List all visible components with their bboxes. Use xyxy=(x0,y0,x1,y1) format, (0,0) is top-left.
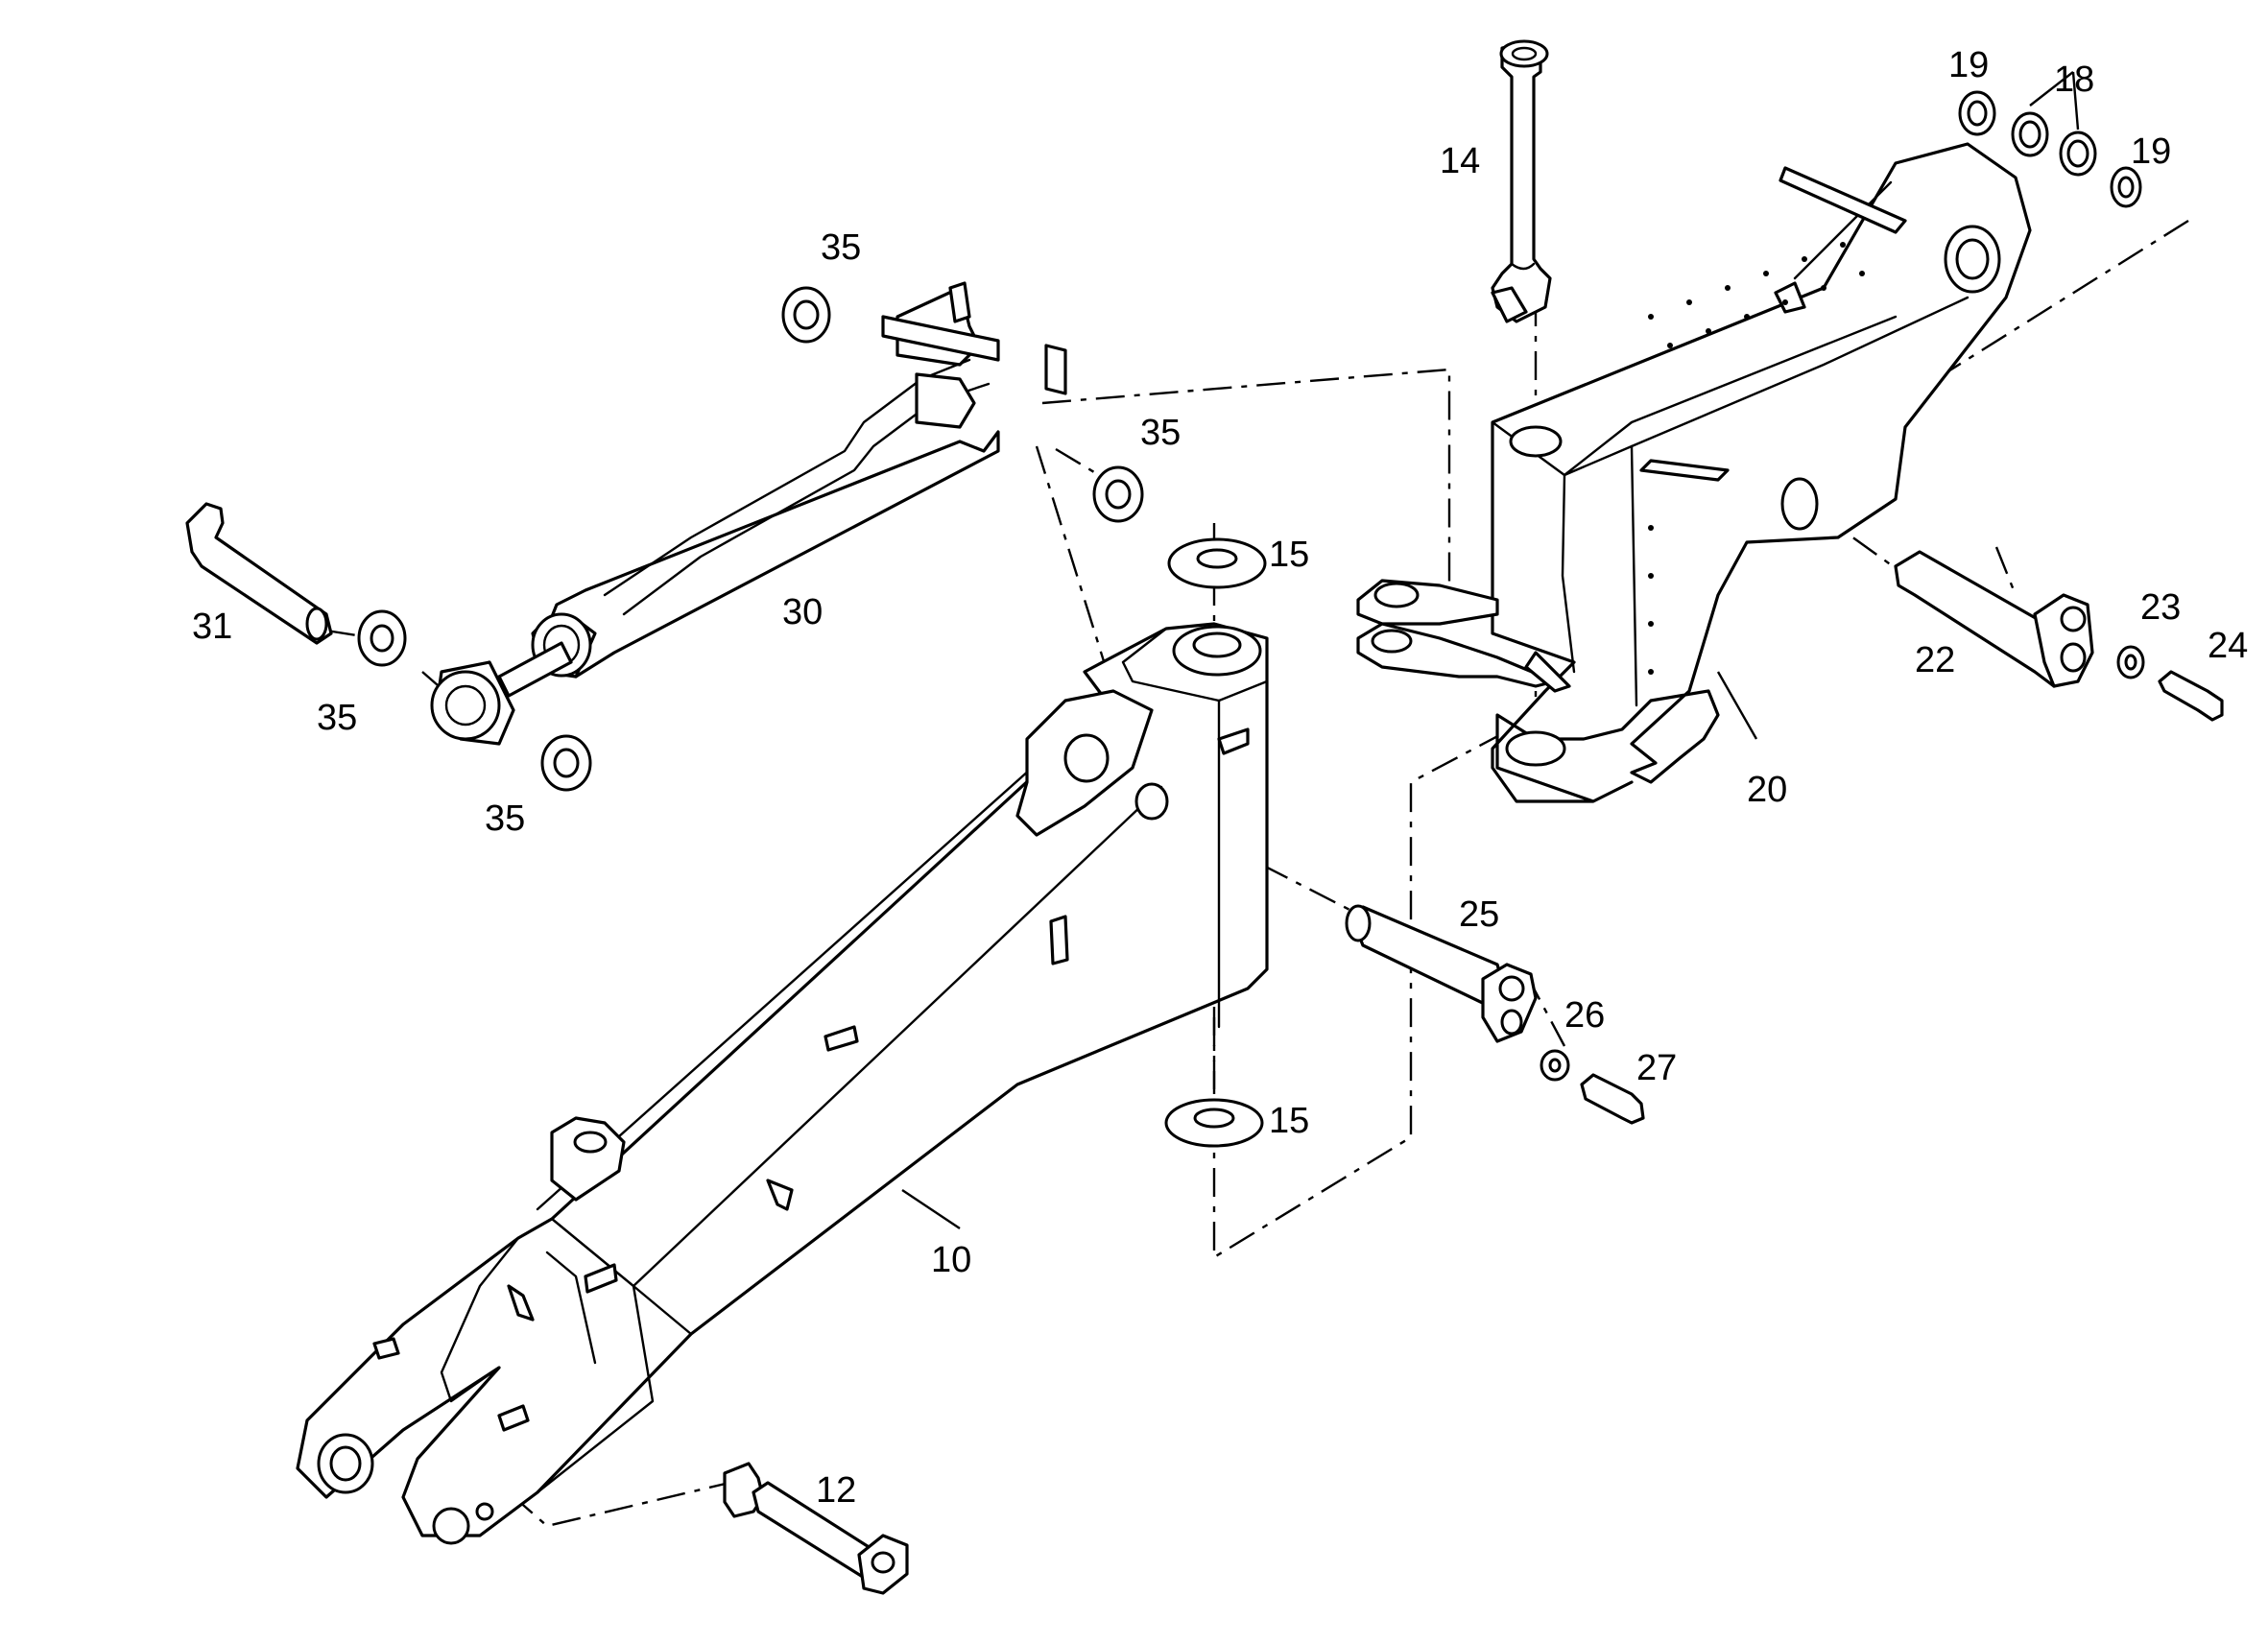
parts-18-19-bushings xyxy=(1958,90,2142,208)
label-12: 12 xyxy=(816,1470,856,1511)
label-27: 27 xyxy=(1636,1048,1677,1088)
label-19-left: 19 xyxy=(1948,45,1989,85)
label-18: 18 xyxy=(2054,60,2094,100)
part-35-washers xyxy=(357,286,1144,792)
label-24: 24 xyxy=(2208,626,2248,666)
part-20-swing-frame xyxy=(1356,142,2032,803)
label-26: 26 xyxy=(1564,995,1605,1036)
part-25-pin xyxy=(1345,904,1538,1043)
label-15-lower: 15 xyxy=(1269,1101,1309,1141)
label-14: 14 xyxy=(1440,141,1480,181)
part-31-pin xyxy=(185,502,333,645)
part-10-boom xyxy=(296,622,1269,1545)
part-14-king-pin xyxy=(1491,39,1552,323)
label-10: 10 xyxy=(931,1240,971,1280)
label-25: 25 xyxy=(1459,894,1499,935)
label-15-upper: 15 xyxy=(1269,535,1309,575)
leader-lines xyxy=(901,71,2080,1229)
part-15-washers xyxy=(1164,537,1267,1148)
label-35-left: 35 xyxy=(317,698,357,738)
label-35-top: 35 xyxy=(821,227,861,268)
callout-labels: 10 12 14 15 15 18 19 19 20 22 23 24 25 2… xyxy=(192,45,2248,1511)
label-31: 31 xyxy=(192,607,232,647)
part-24-bolt xyxy=(2158,670,2224,722)
label-30: 30 xyxy=(782,592,823,632)
label-35-right: 35 xyxy=(1140,413,1181,453)
label-35-bottom: 35 xyxy=(485,798,525,839)
label-19-right: 19 xyxy=(2131,131,2171,172)
part-27-bolt xyxy=(1580,1073,1645,1125)
label-22: 22 xyxy=(1915,640,1955,680)
part-26-washer xyxy=(1540,1049,1570,1082)
label-23: 23 xyxy=(2140,587,2181,628)
label-20: 20 xyxy=(1747,770,1787,810)
part-12-pin xyxy=(723,1462,909,1595)
part-23-washer xyxy=(2116,645,2145,679)
part-30-hydraulic-cylinder xyxy=(430,281,1067,746)
part-22-pin xyxy=(1894,550,2094,688)
frame-rivets xyxy=(1648,242,1865,675)
